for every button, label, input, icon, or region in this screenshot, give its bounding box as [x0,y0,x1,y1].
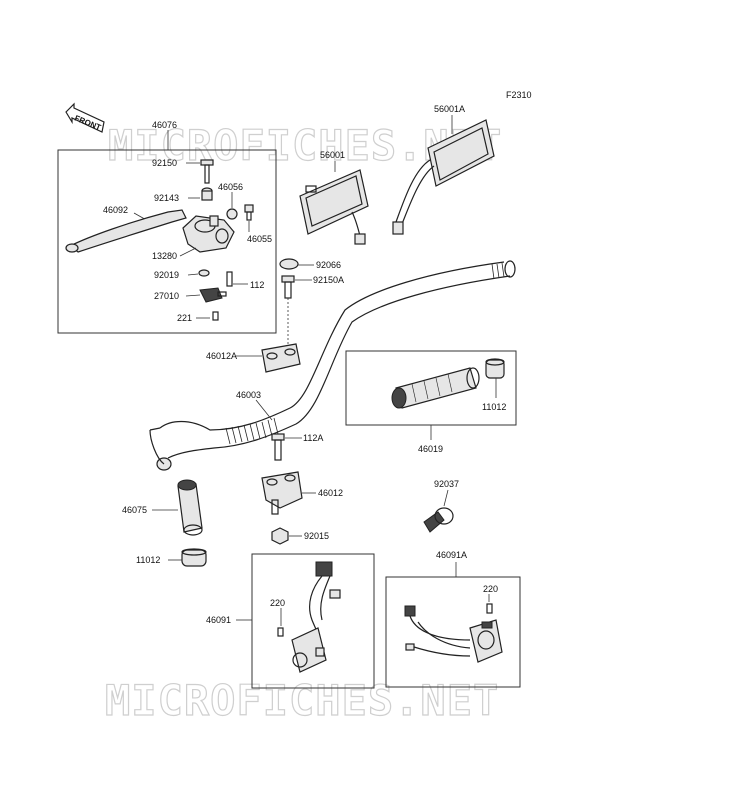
label-92037: 92037 [434,479,459,489]
watermark-bottom: MICROFICHES.NET [105,676,499,725]
bolt-112A [271,433,285,461]
label-92150A: 92150A [313,275,344,285]
washer-92066 [279,258,299,270]
label-13280: 13280 [152,251,177,261]
label-46075: 46075 [122,505,147,515]
label-46012A: 46012A [206,351,237,361]
handlebar-46003 [149,260,516,471]
label-46056: 46056 [218,182,243,192]
lever-assembly-box [57,149,277,334]
screw-221 [212,311,219,321]
label-27010: 27010 [154,291,179,301]
front-arrow-icon: FRONT [65,102,105,133]
screw-220-right [486,603,493,614]
nut-92015 [271,527,289,545]
label-92015: 92015 [304,531,329,541]
left-switch-46091 [291,561,341,673]
screw-46055 [244,204,254,221]
label-46091: 46091 [206,615,231,625]
label-92066: 92066 [316,260,341,270]
nut-92019 [198,269,210,277]
figure-id: F2310 [506,90,532,100]
label-220-left: 220 [270,598,285,608]
mirror-56001 [299,169,369,245]
master-cylinder-13280 [182,215,235,253]
label-92150: 92150 [152,158,177,168]
label-112A: 112A [303,433,323,443]
grip-end-11012-left [181,548,207,567]
label-46003: 46003 [236,390,261,400]
bolt-92150 [200,159,214,184]
label-46076: 46076 [152,120,177,130]
grip-end-11012-right [485,358,505,379]
collar-92143 [201,187,213,201]
label-46092: 46092 [103,205,128,215]
label-112: 112 [250,280,264,290]
holder-46012 [261,471,303,515]
part-46056 [226,208,238,220]
label-56001: 56001 [320,150,345,160]
label-46055: 46055 [247,234,272,244]
left-switch-box [251,553,375,689]
label-92019: 92019 [154,270,179,280]
label-56001A: 56001A [434,104,465,114]
label-221: 221 [177,313,192,323]
screw-220-left [277,627,284,637]
clamp-46012A [261,343,301,373]
switch-27010 [199,287,227,303]
bolt-112 [226,271,233,287]
right-switch-46091A [404,605,503,663]
label-46091A: 46091A [436,550,467,560]
label-11012-left: 11012 [136,555,160,565]
label-46012: 46012 [318,488,343,498]
label-11012-right: 11012 [482,402,506,412]
clamp-92037 [423,507,454,533]
grip-46075 [177,479,203,536]
label-46019: 46019 [418,444,443,454]
label-92143: 92143 [154,193,179,203]
mirror-56001A [392,119,495,235]
right-switch-box [385,576,521,688]
throttle-grip-46019 [391,367,480,409]
brake-lever-46092 [65,209,187,253]
label-220-right: 220 [483,584,498,594]
bolt-92150A [281,275,295,299]
